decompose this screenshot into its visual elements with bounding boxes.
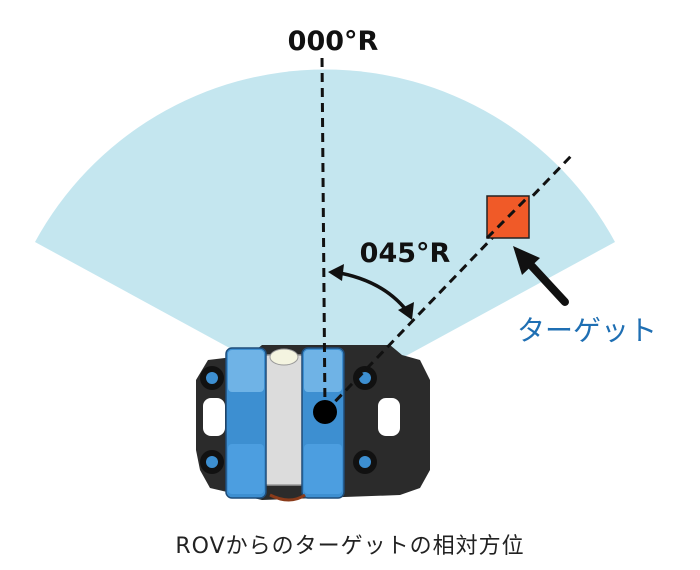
arc-arrowhead-right <box>398 302 414 320</box>
target-icon <box>486 195 530 239</box>
rov-icon <box>196 345 430 502</box>
rov-origin-point <box>313 400 337 424</box>
heading-reference-label: 000°R <box>288 26 379 57</box>
target-label: ターゲット <box>517 314 657 347</box>
rov-hull <box>261 354 307 486</box>
thruster-icon <box>200 366 377 474</box>
arc-arrowhead-left <box>328 264 344 281</box>
field-of-view-sector <box>35 69 615 400</box>
diagram-caption: ROVからのターゲットの相対方位 <box>175 534 525 559</box>
target-pointer-arrow <box>524 258 569 306</box>
relative-bearing-label: 045°R <box>360 238 451 269</box>
